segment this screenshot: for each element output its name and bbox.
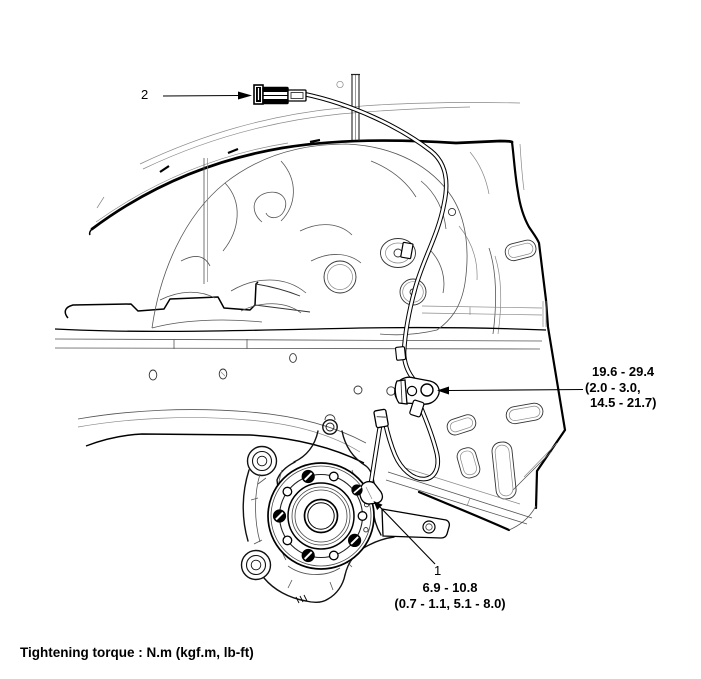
rail-hole — [148, 369, 158, 381]
sensor-connector — [253, 84, 307, 105]
sensor-bolt-torque-kgfm-lbft: (0.7 - 1.1, 5.1 - 8.0) — [394, 596, 506, 611]
bracket-torque-nm: 19.6 - 29.4 — [592, 364, 655, 379]
fender-arch — [88, 102, 521, 236]
rail-hole — [218, 368, 228, 380]
arrowhead-sensor-bolt — [373, 501, 383, 511]
panel-slot — [446, 239, 544, 500]
panel-hole — [447, 207, 457, 217]
apron-hole — [336, 80, 344, 89]
bracket-torque-kgfm: (2.0 - 3.0, — [585, 379, 641, 395]
panel-hole — [386, 386, 396, 396]
knuckle-lug — [240, 445, 278, 581]
bracket-torque-note: 19.6 - 29.4 (2.0 - 3.0, 14.5 - 21.7) — [585, 364, 657, 411]
wheel-house-panel — [417, 140, 567, 532]
wheel-speed-sensor-cable — [301, 91, 449, 505]
strut-tower — [151, 143, 468, 336]
sensor-bolt-torque-nm: 6.9 - 10.8 — [422, 580, 478, 595]
bracket-torque-lbft: 14.5 - 21.7) — [590, 395, 657, 410]
callout-leaders — [162, 91, 584, 565]
rail-hole — [289, 353, 297, 363]
tie-rod-arm — [381, 508, 451, 539]
callout-number-2: 2 — [141, 87, 149, 102]
sensor-plug — [373, 408, 389, 429]
strut-clamp-boss — [322, 419, 338, 435]
sensor-bolt-torque-note: 6.9 - 10.8 (0.7 - 1.1, 5.1 - 8.0) — [385, 580, 515, 612]
tightening-torque-legend: Tightening torque : N.m (kgf.m, lb-ft) — [20, 645, 254, 660]
bracket-bolt-hole — [420, 383, 434, 397]
frame-rail — [54, 207, 547, 525]
panel-hole — [353, 385, 363, 395]
callout-number-1: 1 — [434, 563, 442, 578]
harness-sleeve — [394, 346, 407, 361]
tower-ring — [323, 260, 357, 294]
harness-clip — [400, 241, 414, 260]
arrowhead-connector — [238, 91, 252, 100]
sensor-head — [351, 480, 384, 505]
hub-bolts — [272, 469, 370, 563]
knuckle-hub-assembly — [240, 414, 451, 604]
arrowhead-bracket — [437, 386, 449, 395]
cable-bracket — [394, 376, 440, 418]
